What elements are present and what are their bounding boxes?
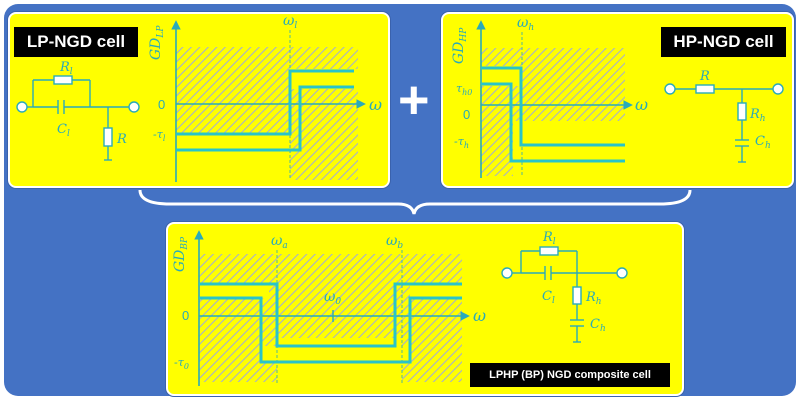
lp-cutoff-label: ωl [283,13,297,31]
lp-level-label: -τl [153,128,166,143]
bp-ch-label: Ch [590,317,606,334]
lp-zero-label: 0 [158,97,165,112]
bp-y-label: GDBP [172,236,190,272]
lp-r-label: R [116,132,127,147]
bp-zero-label: 0 [182,308,189,323]
bp-hatch-mid [277,254,402,338]
hp-title: HP-NGD cell [673,32,774,51]
bp-graph: GDBP ω ωa ωb ω0 0 -τ0 [172,230,486,386]
lp-hatch-right [290,47,358,69]
hp-cutoff-label: ωh [517,15,534,33]
bp-band-right [410,284,462,298]
hp-graph: GDHP ω ωh 0 τh0 -τh [451,15,648,178]
bp-c1-label: Cl [542,289,555,306]
hp-r-label: R [699,69,710,84]
lp-band-lower-fill [176,134,290,160]
bp-r1-label: Rl [542,230,556,247]
lp-gd-curve-upper [176,69,354,136]
lp-title: LP-NGD cell [26,32,126,51]
lp-y-label: GDLP [148,25,166,60]
lp-title-box: LP-NGD cell [14,27,138,57]
bp-x-label: ω [473,306,486,325]
hp-circuit [664,83,784,163]
hp-ch-label: Ch [755,134,771,151]
bp-title: LPHP (BP) NGD composite cell [489,369,651,381]
lp-r1-label: Rl [59,60,73,77]
bp-level-label: -τ0 [174,356,189,371]
hp-hatch-left-low [481,121,513,176]
bp-rh-label: Rh [585,290,602,307]
bp-title-box: LPHP (BP) NGD composite cell [470,363,670,387]
bp-cutoff-a-label: ωa [271,233,288,251]
combining-brace [138,189,692,215]
bp-gd-curve-upper [199,282,462,348]
hp-x-label: ω [635,95,648,114]
lp-gd-curve-lower [176,85,354,152]
hp-gd-curve-lower [481,82,625,163]
hp-level-neg-label: -τh [454,135,469,150]
bp-band-bottom [261,346,410,362]
hp-level-pos-label: τh0 [456,82,472,97]
hp-rh-label: Rh [749,107,766,124]
hp-gd-curve-upper [481,66,625,147]
hp-zero-label: 0 [463,107,470,122]
hp-title-box: HP-NGD cell [661,27,786,57]
bp-circuit [501,246,628,343]
plus-sign: + [398,70,430,130]
lp-circuit [16,75,140,161]
lp-c1-label: Cl [57,122,70,139]
bp-hatch-right [402,254,462,382]
lp-x-label: ω [369,95,382,114]
bp-gd-curve-lower [199,296,462,364]
hp-y-label: GDHP [451,27,469,64]
bp-center-label: ω0 [324,289,341,307]
bp-band-left [199,284,269,298]
hp-hatch-band [481,66,521,86]
lp-graph: GDLP ω ωl 0 -τl [148,13,382,182]
bp-cutoff-b-label: ωb [386,233,403,251]
